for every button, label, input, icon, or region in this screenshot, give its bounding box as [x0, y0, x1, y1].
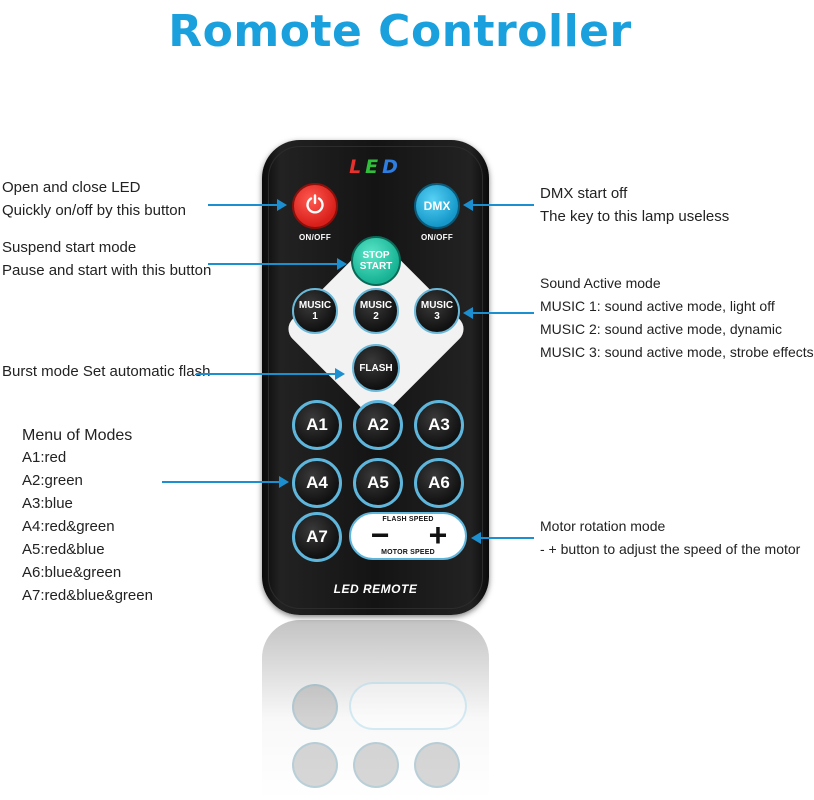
- arrow-to-power: [208, 199, 287, 211]
- list-item: A7:red&blue&green: [22, 587, 153, 604]
- dmx-button[interactable]: DMX: [414, 183, 460, 229]
- motor-note: Motor rotation mode - + button to adjust…: [540, 518, 801, 557]
- power-button[interactable]: [292, 183, 338, 229]
- menu-title: Menu of Modes: [22, 427, 133, 444]
- arrow-to-music: [463, 307, 534, 319]
- music-1-button[interactable]: MUSIC 1: [292, 288, 338, 334]
- music-3-button[interactable]: MUSIC 3: [414, 288, 460, 334]
- mode-a5-button[interactable]: A5: [353, 458, 403, 508]
- mode-a4-button[interactable]: A4: [292, 458, 342, 508]
- power-note: Open and close LED Quickly on/off by thi…: [2, 179, 186, 219]
- arrow-to-stop-start: [208, 258, 347, 270]
- page-title: Romote Controller: [168, 6, 632, 57]
- dmx-onoff-label: ON/OFF: [420, 233, 454, 242]
- suspend-note: Suspend start mode Pause and start with …: [2, 239, 212, 279]
- menu-list: A1:red A2:green A3:blue A4:red&green A5:…: [22, 446, 153, 607]
- led-remote-label: LED REMOTE: [333, 582, 418, 596]
- list-item: A5:red&blue: [22, 541, 105, 558]
- music-2-button[interactable]: MUSIC 2: [353, 288, 399, 334]
- power-icon: [304, 193, 326, 220]
- arrow-to-speed: [471, 532, 534, 544]
- mode-a2-button[interactable]: A2: [353, 400, 403, 450]
- mode-a3-button[interactable]: A3: [414, 400, 464, 450]
- list-item: A4:red&green: [22, 518, 115, 535]
- dmx-note: DMX start off The key to this lamp usele…: [540, 185, 730, 225]
- arrow-to-flash: [196, 368, 345, 380]
- list-item: A2:green: [22, 472, 83, 489]
- arrow-to-dmx: [463, 199, 534, 211]
- burst-note: Burst mode Set automatic flash: [2, 363, 211, 380]
- led-brand-logo: LED: [349, 156, 402, 178]
- plus-icon[interactable]: +: [428, 517, 448, 553]
- mode-a1-button[interactable]: A1: [292, 400, 342, 450]
- sound-note: Sound Active mode MUSIC 1: sound active …: [540, 275, 814, 360]
- minus-icon[interactable]: −: [370, 517, 390, 553]
- list-item: A1:red: [22, 449, 67, 466]
- power-onoff-label: ON/OFF: [298, 233, 332, 242]
- mode-a7-button[interactable]: A7: [292, 512, 342, 562]
- remote-bezel: [268, 146, 483, 609]
- motor-speed-label: MOTOR SPEED: [381, 549, 435, 556]
- mode-a6-button[interactable]: A6: [414, 458, 464, 508]
- arrow-to-modes: [162, 476, 289, 488]
- remote-reflection: [262, 620, 489, 800]
- flash-button[interactable]: FLASH: [352, 344, 400, 392]
- list-item: A3:blue: [22, 495, 73, 512]
- flash-speed-label: FLASH SPEED: [382, 516, 434, 523]
- speed-control: FLASH SPEED − + MOTOR SPEED: [349, 512, 467, 560]
- list-item: A6:blue&green: [22, 564, 122, 581]
- stop-start-button[interactable]: STOP START: [351, 236, 401, 286]
